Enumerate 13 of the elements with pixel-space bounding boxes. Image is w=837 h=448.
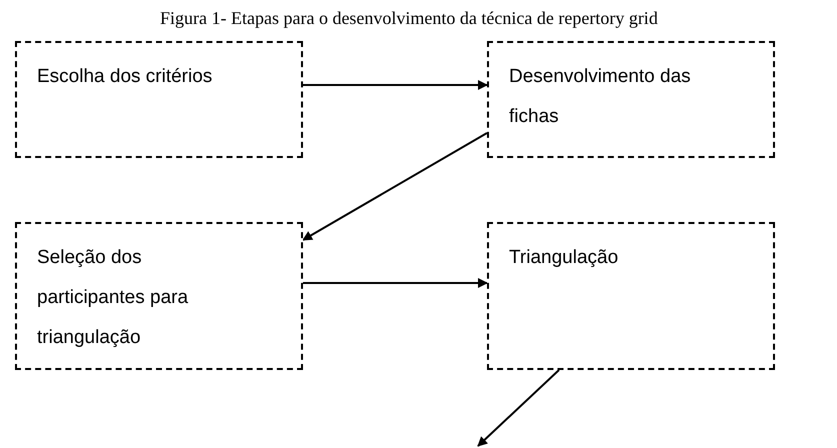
step-text: Triangulação (509, 246, 620, 270)
arrow (477, 369, 560, 447)
step-text: Seleção dos participantes para triangulação (37, 246, 190, 350)
arrow (302, 132, 488, 241)
step-text: Escolha dos critérios (37, 65, 214, 89)
process-box (15, 41, 303, 158)
process-box (15, 222, 303, 370)
step-text: Desenvolvimento das fichas (509, 65, 692, 129)
process-box (487, 41, 775, 158)
figure-title: Figura 1- Etapas para o desenvolvimento da técnica de repertory grid (160, 7, 658, 30)
process-box (487, 222, 775, 370)
arrow (303, 80, 488, 90)
arrow (303, 278, 488, 288)
